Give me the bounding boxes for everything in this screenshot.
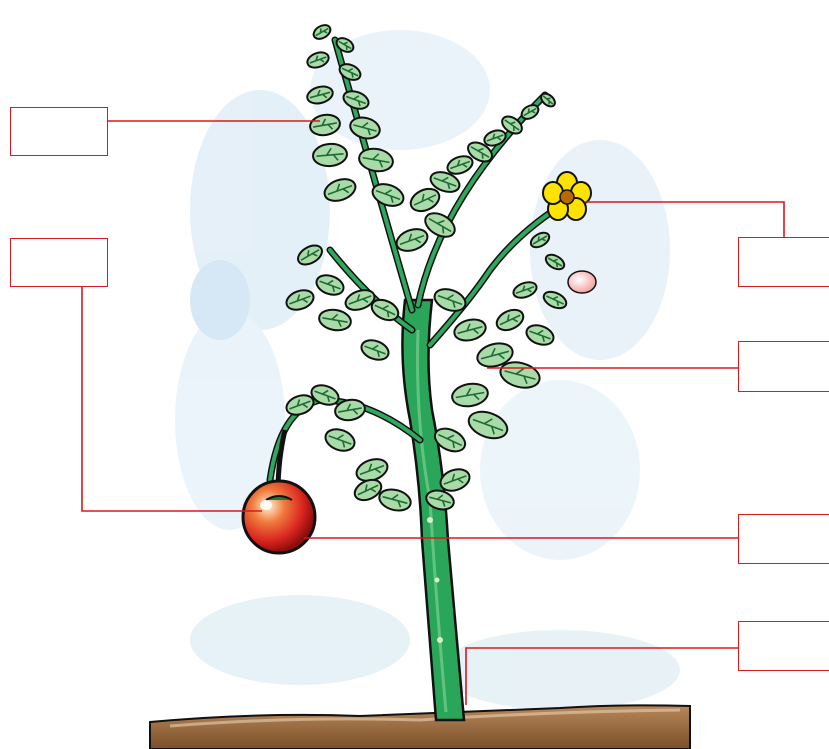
label-box-flower[interactable]	[738, 237, 829, 287]
leaf	[377, 486, 413, 514]
leaf	[511, 279, 538, 300]
leaf	[322, 425, 357, 454]
label-box-branch[interactable]	[738, 341, 829, 392]
leaf	[359, 337, 391, 363]
label-box-fruit-left[interactable]	[10, 238, 108, 287]
stem	[402, 300, 464, 720]
leaf	[314, 272, 346, 298]
label-box-fruit-right[interactable]	[738, 514, 829, 564]
leaf	[311, 22, 333, 41]
bud	[568, 271, 596, 293]
label-box-leaves[interactable]	[10, 107, 108, 156]
leaf	[318, 307, 353, 332]
label-box-stem[interactable]	[738, 621, 829, 671]
leaf	[394, 225, 431, 255]
leaf	[494, 306, 527, 334]
leaf	[450, 381, 489, 409]
leaf	[452, 316, 488, 344]
